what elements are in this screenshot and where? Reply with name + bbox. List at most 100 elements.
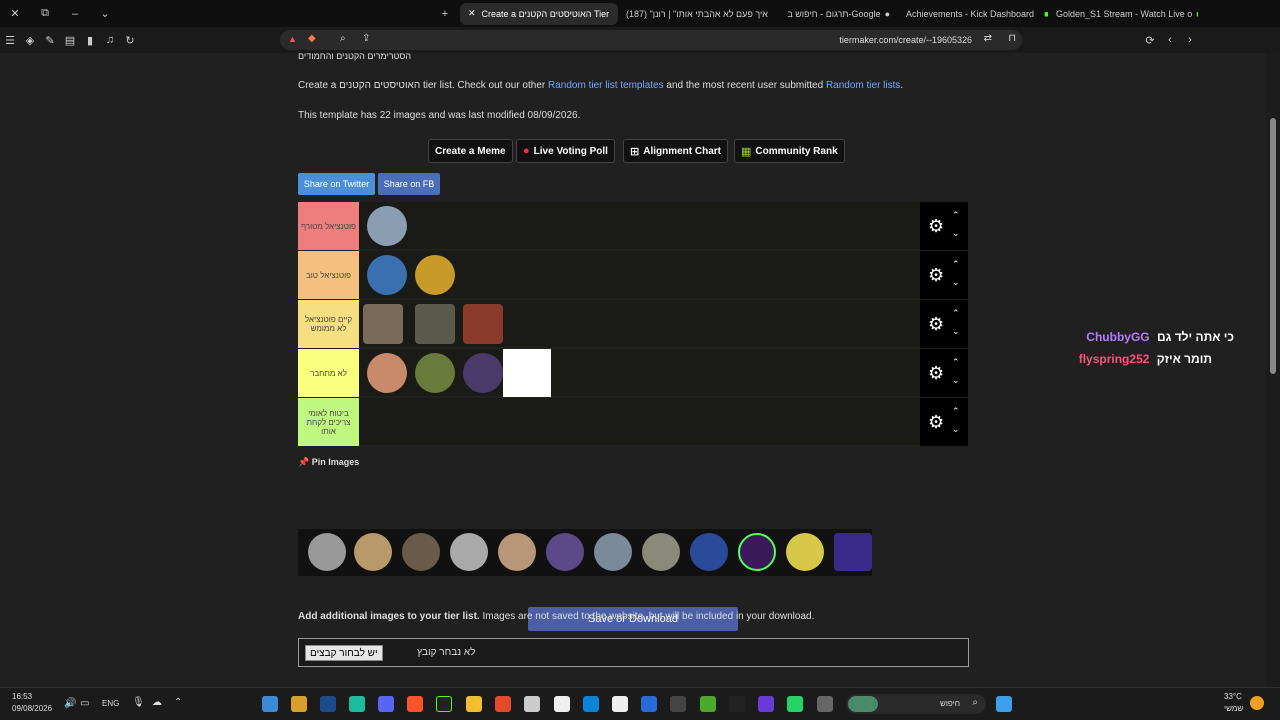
- live-poll-button[interactable]: ●Live Voting Poll: [516, 139, 615, 163]
- chevron-up-icon[interactable]: ⌃: [952, 210, 960, 220]
- music-icon[interactable]: ♫: [105, 34, 115, 46]
- app-icon[interactable]: [817, 696, 833, 712]
- sync-icon[interactable]: ↻: [125, 34, 135, 47]
- gear-icon[interactable]: ⚙: [928, 363, 945, 383]
- tier-label[interactable]: פוטנציאל מטורף: [298, 202, 359, 250]
- gear-icon[interactable]: ⚙: [928, 314, 945, 334]
- gear-icon[interactable]: ⚙: [928, 216, 945, 236]
- shield-icon[interactable]: ◈: [25, 34, 35, 47]
- file-icon[interactable]: [554, 696, 570, 712]
- translate-icon[interactable]: ⇄: [983, 33, 992, 44]
- network-icon[interactable]: ☁: [152, 697, 162, 708]
- new-tab-icon[interactable]: +: [441, 7, 449, 20]
- chevron-down-icon[interactable]: ⌄: [952, 375, 960, 385]
- file-icon[interactable]: [612, 696, 628, 712]
- random-templates-link[interactable]: Random tier list templates: [548, 80, 664, 91]
- pool-image[interactable]: [308, 533, 346, 571]
- chevron-up-icon[interactable]: ⌃: [952, 308, 960, 318]
- app-icon[interactable]: [291, 696, 307, 712]
- app-icon[interactable]: [436, 696, 452, 712]
- chevron-down-icon[interactable]: ⌄: [952, 326, 960, 336]
- pool-image[interactable]: [594, 533, 632, 571]
- tier-label[interactable]: ביטוח לאומי צריכים לקחת אותו: [298, 398, 359, 446]
- address-bar[interactable]: ▲ ◆ ⌕ ⇪ tiermaker.com/create/--19605326 …: [280, 30, 1022, 50]
- brave-icon[interactable]: [407, 696, 423, 712]
- tier-image[interactable]: [463, 353, 503, 393]
- pool-image[interactable]: [786, 533, 824, 571]
- create-meme-button[interactable]: Create a Meme: [428, 139, 513, 163]
- tray-chevron-icon[interactable]: ⌃: [174, 697, 183, 708]
- pool-image[interactable]: [738, 533, 776, 571]
- share-fb-button[interactable]: Share on FB: [378, 173, 440, 195]
- pool-image[interactable]: [690, 533, 728, 571]
- community-rank-button[interactable]: ▦Community Rank: [734, 139, 845, 163]
- brave-icon[interactable]: ◆: [308, 33, 316, 44]
- tab-kick-dashboard[interactable]: Achievements - Kick Dashboard ■: [906, 8, 1048, 19]
- gear-icon[interactable]: ⚙: [928, 265, 945, 285]
- chevron-up-icon[interactable]: ⌃: [952, 259, 960, 269]
- store-icon[interactable]: [641, 696, 657, 712]
- pool-image[interactable]: [642, 533, 680, 571]
- tier-image[interactable]: [415, 255, 455, 295]
- close-window-icon[interactable]: ✕: [10, 8, 20, 20]
- folder-icon[interactable]: [466, 696, 482, 712]
- chevron-down-icon[interactable]: ⌄: [952, 228, 960, 238]
- pool-image[interactable]: [450, 533, 488, 571]
- language-indicator[interactable]: ENG: [102, 699, 120, 708]
- app-icon[interactable]: [349, 696, 365, 712]
- windows-start-icon[interactable]: [996, 696, 1012, 712]
- search-icon[interactable]: ⌕: [340, 33, 346, 44]
- restore-icon[interactable]: ⧉: [41, 7, 49, 19]
- forward-icon[interactable]: ›: [1188, 34, 1192, 46]
- tier-image[interactable]: [367, 353, 407, 393]
- app-icon[interactable]: [758, 696, 774, 712]
- scrollbar-thumb[interactable]: [1270, 118, 1276, 374]
- tab-tiermaker[interactable]: ✕ Create a האוטיסטים הקטנים Tier: [460, 2, 618, 25]
- close-tab-icon[interactable]: ✕: [468, 8, 476, 18]
- share-icon[interactable]: ⇪: [362, 33, 371, 44]
- tier-image[interactable]: [463, 304, 503, 344]
- bookmark-icon[interactable]: ⊓: [1008, 33, 1016, 44]
- tier-image[interactable]: [415, 304, 455, 344]
- sidebar-icon[interactable]: ▮: [86, 34, 94, 47]
- tier-image[interactable]: [363, 304, 403, 344]
- extension-icon[interactable]: ✎: [45, 34, 55, 47]
- chrome-icon[interactable]: [495, 696, 511, 712]
- chevron-down-icon[interactable]: ⌄: [952, 424, 960, 434]
- whatsapp-icon[interactable]: [787, 696, 803, 712]
- app-icon[interactable]: [262, 696, 278, 712]
- discord-icon[interactable]: [378, 696, 394, 712]
- tab-golden-stream[interactable]: Golden_S1 Stream - Watch Live o ■: [1048, 3, 1198, 25]
- reload-icon[interactable]: ⟳: [1145, 34, 1155, 47]
- tab-list-chevron-icon[interactable]: ⌄: [100, 8, 110, 20]
- app-icon[interactable]: [729, 696, 745, 712]
- random-tier-lists-link[interactable]: Random tier lists: [825, 80, 901, 91]
- back-icon[interactable]: ‹: [1168, 34, 1172, 46]
- tier-image[interactable]: [503, 349, 551, 397]
- tab-google-translate[interactable]: תרגום - חיפוש ב-Google ●: [787, 8, 890, 19]
- tier-label[interactable]: לא מתחבר: [298, 349, 359, 397]
- tier-image[interactable]: [415, 353, 455, 393]
- microphone-icon[interactable]: 🎙: [132, 697, 145, 708]
- tier-label[interactable]: פוטנציאל טוב: [298, 251, 359, 299]
- tier-image[interactable]: [367, 206, 407, 246]
- app-icon[interactable]: [524, 696, 540, 712]
- pool-image[interactable]: [834, 533, 872, 571]
- chevron-down-icon[interactable]: ⌄: [952, 277, 960, 287]
- chevron-up-icon[interactable]: ⌃: [952, 406, 960, 416]
- tier-image[interactable]: [367, 255, 407, 295]
- minimize-icon[interactable]: –: [71, 7, 79, 20]
- pool-image[interactable]: [546, 533, 584, 571]
- gear-icon[interactable]: ⚙: [928, 412, 945, 432]
- tab-youtube[interactable]: (187) "איך פעם לא אהבתי אותו" | רונן ▶: [626, 8, 768, 19]
- chevron-up-icon[interactable]: ⌃: [952, 357, 960, 367]
- wallet-icon[interactable]: ▤: [64, 34, 76, 47]
- pool-image[interactable]: [354, 533, 392, 571]
- save-download-button[interactable]: Save or Download: [528, 607, 738, 631]
- pool-image[interactable]: [498, 533, 536, 571]
- minecraft-icon[interactable]: [700, 696, 716, 712]
- volume-icon[interactable]: 🔊: [64, 698, 77, 709]
- tier-label[interactable]: קיים פוטנציאל לא ממומש: [298, 300, 359, 348]
- edge-icon[interactable]: [583, 696, 599, 712]
- display-icon[interactable]: ▭: [80, 698, 90, 709]
